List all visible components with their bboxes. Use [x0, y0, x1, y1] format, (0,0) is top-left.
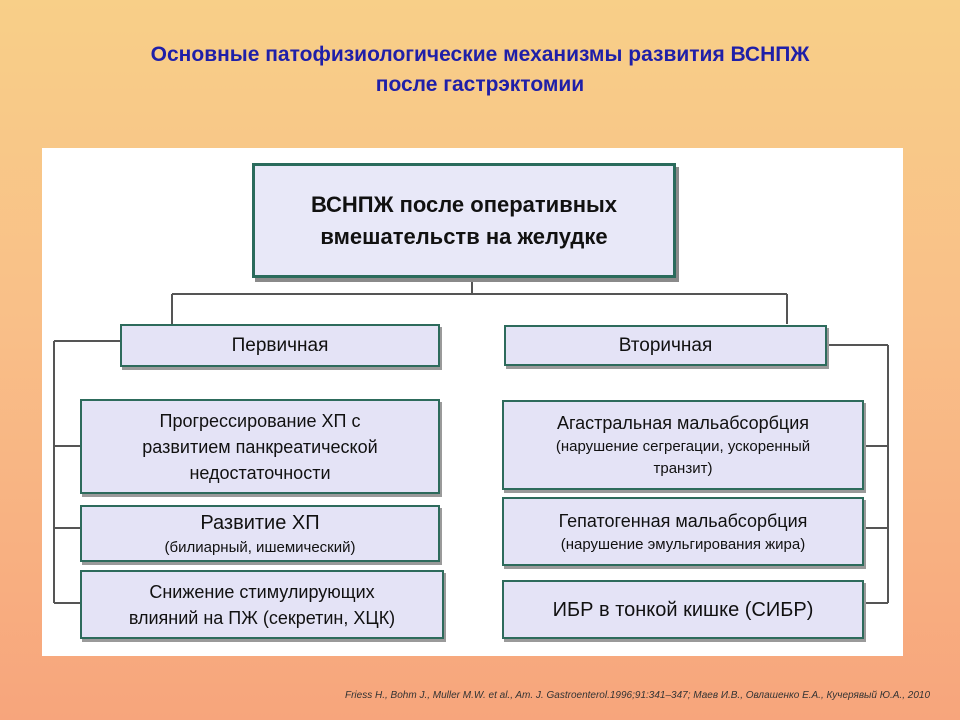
primary-item-1-line-3: недостаточности — [189, 462, 331, 483]
primary-item-1-line-2: развитием панкреатической — [142, 436, 378, 457]
secondary-item-2: Гепатогенная мальабсорбция (нарушение эм… — [502, 497, 864, 566]
secondary-item-1: Агастральная мальабсорбция (нарушение се… — [502, 400, 864, 490]
primary-item-2-title: Развитие ХП — [200, 511, 320, 534]
primary-item-2: Развитие ХП (билиарный, ишемический) — [80, 505, 440, 562]
diagram-panel: ВСНПЖ после оперативных вмешательств на … — [42, 148, 903, 656]
primary-item-1-line-1: Прогрессирование ХП с — [159, 410, 361, 431]
secondary-item-1-title: Агастральная мальабсорбция — [556, 413, 810, 433]
secondary-item-3: ИБР в тонкой кишке (СИБР) — [502, 580, 864, 639]
root-box-line-1: ВСНПЖ после оперативных — [310, 191, 618, 217]
connector-lines — [53, 278, 889, 604]
slide-title-line-2: после гастрэктомии — [375, 73, 585, 96]
slide-title-line-1: Основные патофизиологические механизмы р… — [150, 43, 810, 66]
primary-item-1: Прогрессирование ХП с развитием панкреат… — [80, 399, 440, 494]
primary-header: Первичная — [120, 324, 440, 367]
secondary-item-2-title: Гепатогенная мальабсорбция — [558, 510, 808, 531]
slide-title: Основные патофизиологические механизмы р… — [0, 40, 960, 100]
root-box: ВСНПЖ после оперативных вмешательств на … — [252, 163, 676, 278]
primary-item-2-detail: (билиарный, ишемический) — [164, 538, 356, 556]
secondary-item-2-detail: (нарушение эмульгирования жира) — [560, 535, 806, 553]
secondary-item-1-detail-line-1: (нарушение сегрегации, ускоренный — [555, 438, 811, 455]
primary-item-3-line-1: Снижение стимулирующих — [149, 581, 375, 602]
primary-item-3: Снижение стимулирующих влияний на ПЖ (се… — [80, 570, 444, 639]
citation: Friess H., Bohm J., Muller M.W. et al., … — [344, 690, 930, 701]
primary-item-3-line-2: влияний на ПЖ (секретин, ХЦК) — [128, 607, 396, 628]
secondary-header: Вторичная — [504, 325, 827, 366]
root-box-line-2: вмешательств на желудке — [320, 223, 608, 249]
secondary-item-1-detail-line-2: транзит) — [653, 460, 713, 477]
